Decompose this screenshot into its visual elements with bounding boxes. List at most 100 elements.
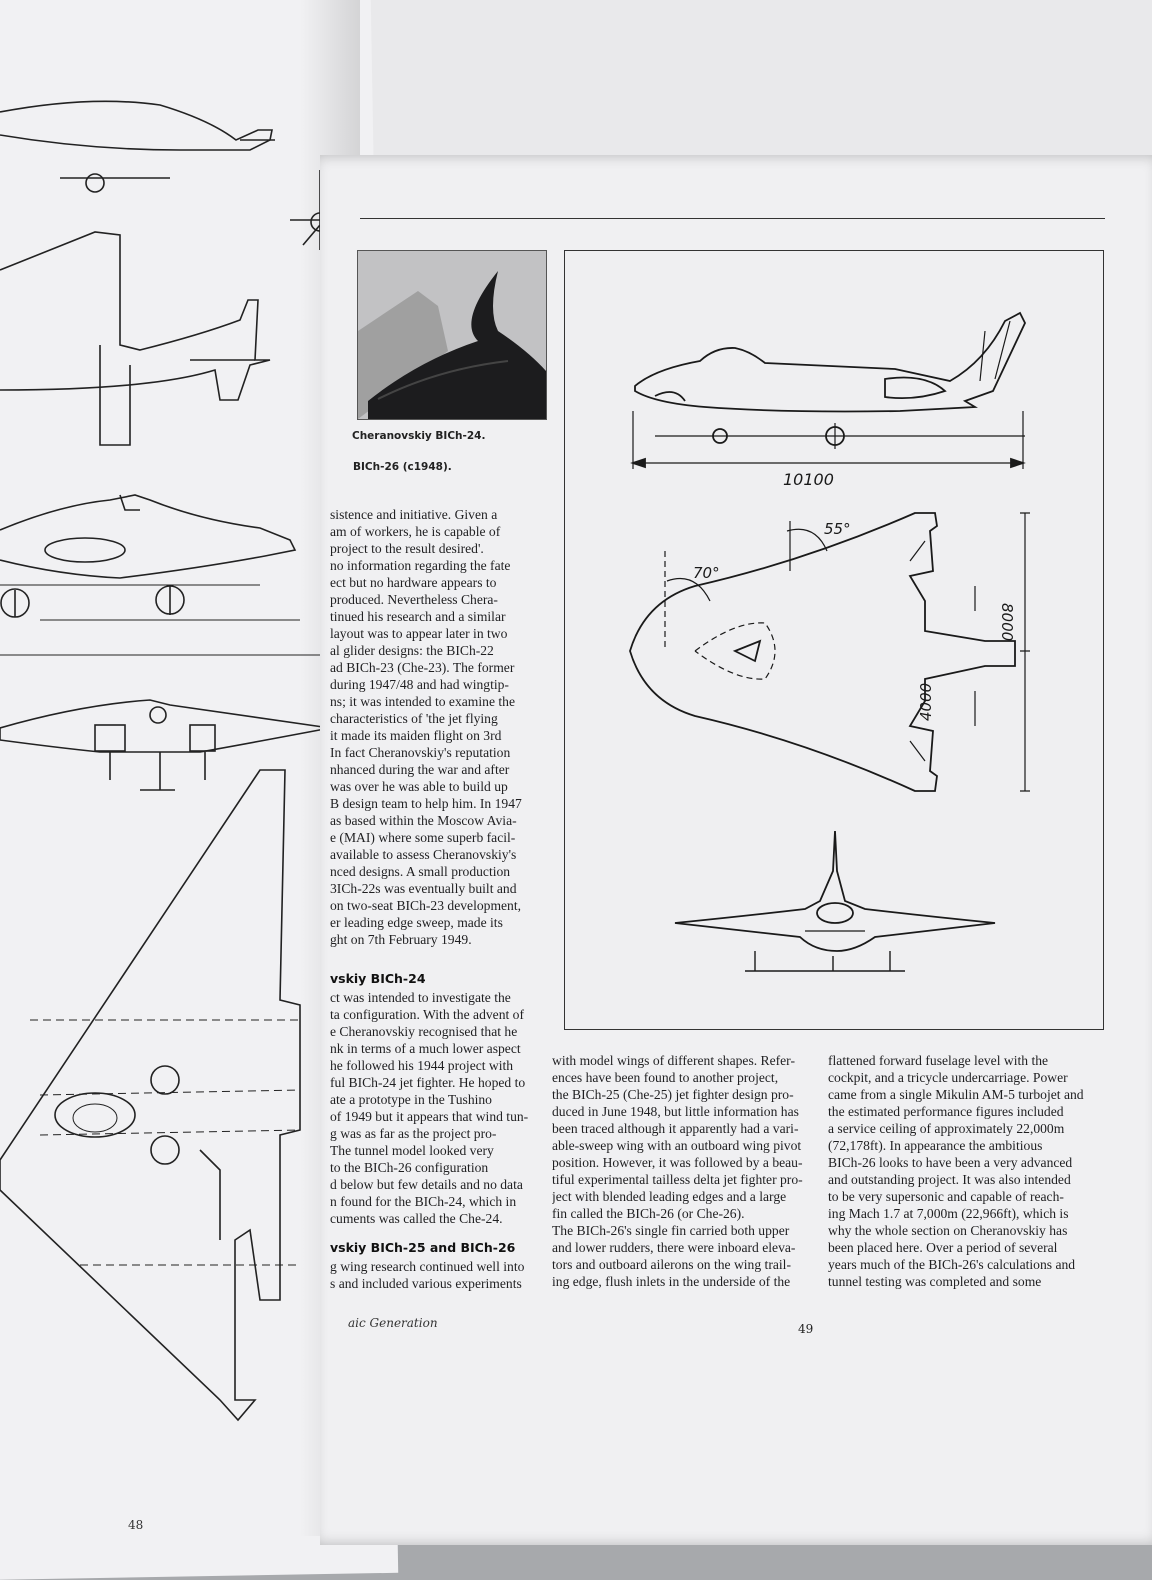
drawing-plan-view-left [0, 231, 271, 401]
sweep-angle-inner-label: 70° [693, 564, 720, 582]
text-line: (72,178ft). In appearance the ambitious [828, 1138, 1043, 1153]
text-line: with model wings of different shapes. Re… [552, 1053, 795, 1068]
text-line: BICh-26 looks to have been a very advanc… [828, 1155, 1073, 1170]
text-line: tiful experimental tailless delta jet fi… [552, 1172, 803, 1187]
half-span-inner-label: 4000 [917, 683, 935, 721]
text-line: cockpit, and a tricycle undercarriage. P… [828, 1070, 1068, 1085]
header-rule [360, 218, 1105, 219]
text-line: to the BICh-26 configuration [330, 1160, 489, 1175]
text-line: ing edge, flush inlets in the underside … [552, 1274, 791, 1289]
photo-caption-1: Cheranovskiy BICh-24. [352, 430, 486, 442]
section-heading-bich-25-26: vskiy BICh-25 and BICh-26 [330, 1240, 516, 1255]
photo-wind-tunnel-model [357, 250, 547, 420]
text-line: ns; it was intended to examine the [330, 694, 515, 709]
paragraph-1: flattened forward fuselage level with th… [828, 1052, 1090, 1290]
text-line: and outstanding project. It was also int… [828, 1172, 1071, 1187]
text-line: ful BICh-24 jet fighter. He hoped to [330, 1075, 526, 1090]
text-line: The tunnel model looked very [330, 1143, 494, 1158]
text-column-3: flattened forward fuselage level with th… [828, 1052, 1090, 1290]
text-line: the BICh-25 (Che-25) jet fighter design … [552, 1087, 794, 1102]
sweep-angle-outer-label: 55° [824, 520, 851, 538]
text-line: d below but few details and no data [330, 1177, 523, 1192]
paragraph-2: ct was intended to investigate the ta con… [330, 989, 543, 1227]
text-line: layout was to appear later in two [330, 626, 508, 641]
text-line: during 1947/48 and had wingtip- [330, 677, 509, 692]
text-line: e (MAI) where some superb facil- [330, 830, 516, 845]
drawing-profile-cockpit [0, 494, 297, 579]
page-number-right: 49 [798, 1322, 814, 1336]
text-line: ct was intended to investigate the [330, 990, 511, 1005]
text-line: to be very supersonic and capable of rea… [828, 1189, 1064, 1204]
text-line: g was as far as the project pro- [330, 1126, 497, 1141]
text-line: B design team to help him. In 1947 [330, 796, 522, 811]
text-line: project to the result desired'. [330, 541, 484, 556]
text-line: been placed here. Over a period of sever… [828, 1240, 1058, 1255]
dimension-length-label: 10100 [783, 470, 834, 489]
text-line: and lower rudders, there were inboard el… [552, 1240, 796, 1255]
text-line: al glider designs: the BICh-22 [330, 643, 494, 658]
text-line: ect but no hardware appears to [330, 575, 497, 590]
text-line: ad BICh-23 (Che-23). The former [330, 660, 515, 675]
text-line: the estimated performance figures includ… [828, 1104, 1064, 1119]
text-line: tors and outboard ailerons on the wing t… [552, 1257, 791, 1272]
paragraph-1: with model wings of different shapes. Re… [552, 1052, 815, 1222]
text-line: tunnel testing was completed and some [828, 1274, 1042, 1289]
text-line: produced. Nevertheless Chera- [330, 592, 498, 607]
text-line: a service ceiling of approximately 22,00… [828, 1121, 1065, 1136]
photo-caption-2: BICh-26 (c1948). [353, 461, 452, 473]
left-page-drawings [0, 100, 350, 1422]
paragraph-3: g wing research continued well into s and… [330, 1258, 543, 1292]
text-line: cuments was called the Che-24. [330, 1211, 503, 1226]
text-line: as based within the Moscow Avia- [330, 813, 517, 828]
text-line: e Cheranovskiy recognised that he [330, 1024, 518, 1039]
side-view-outline [634, 311, 1027, 413]
plan-view-outline [629, 512, 1016, 792]
running-foot: aic Generation [348, 1316, 438, 1330]
text-line: ing Mach 1.7 at 7,000m (22,966ft), which… [828, 1206, 1069, 1221]
text-line: he followed his 1944 project with [330, 1058, 514, 1073]
text-line: position. However, it was followed by a … [552, 1155, 803, 1170]
text-line: s and included various experiments [330, 1276, 522, 1291]
text-line: am of workers, he is capable of [330, 524, 501, 539]
text-line: no information regarding the fate [330, 558, 511, 573]
drawing-plan-view-large [0, 769, 301, 1422]
drawing-front-view-wide [0, 699, 331, 753]
text-line: ences have been found to another project… [552, 1070, 779, 1085]
text-line: on two-seat BICh-23 development, [330, 898, 522, 913]
text-line: duced in June 1948, but little informati… [552, 1104, 799, 1119]
text-line: n found for the BICh-24, which in [330, 1194, 517, 1209]
text-line: tinued his research and a similar [330, 609, 506, 624]
paragraph-2: The BICh-26's single fin carried both up… [552, 1222, 815, 1290]
text-line: g wing research continued well into [330, 1259, 525, 1274]
front-view-outline [674, 830, 996, 952]
page-number-left: 48 [128, 1518, 144, 1532]
text-line: ta configuration. With the advent of [330, 1007, 524, 1022]
text-line: 3ICh-22s was eventually built and [330, 881, 517, 896]
three-view-drawing-frame: 10100 55° 70° 8000 4000 [564, 250, 1104, 1030]
text-line: er leading edge sweep, made its [330, 915, 503, 930]
text-line: flattened forward fuselage level with th… [828, 1053, 1049, 1068]
half-span-outer-label: 8000 [998, 603, 1016, 641]
text-column-2: with model wings of different shapes. Re… [552, 1052, 815, 1290]
text-line: ght on 7th February 1949. [330, 932, 472, 947]
text-line: The BICh-26's single fin carried both up… [552, 1223, 790, 1238]
three-view-drawing: 10100 55° 70° 8000 4000 [629, 311, 1030, 972]
text-line: nhanced during the war and after [330, 762, 510, 777]
text-line: it made its maiden flight on 3rd [330, 728, 502, 743]
text-line: nk in terms of a much lower aspect [330, 1041, 521, 1056]
drawing-side-view-top [0, 100, 273, 151]
text-line: characteristics of 'the jet flying [330, 711, 498, 726]
section-heading-bich-24: vskiy BICh-24 [330, 971, 426, 986]
text-line: came from a single Mikulin AM-5 turbojet… [828, 1087, 1084, 1102]
text-line: ject with blended leading edges and a la… [552, 1189, 787, 1204]
text-line: of 1949 but it appears that wind tun- [330, 1109, 529, 1124]
text-line: was over he was able to build up [330, 779, 508, 794]
text-line: why the whole section on Cheranovskiy ha… [828, 1223, 1068, 1238]
text-line: In fact Cheranovskiy's reputation [330, 745, 511, 760]
text-line: able-sweep wing with an outboard wing pi… [552, 1138, 802, 1153]
photo-model-silhouette [358, 251, 546, 419]
text-line: fin called the BICh-26 (or Che-26). [552, 1206, 745, 1221]
text-line: ate a prototype in the Tushino [330, 1092, 492, 1107]
